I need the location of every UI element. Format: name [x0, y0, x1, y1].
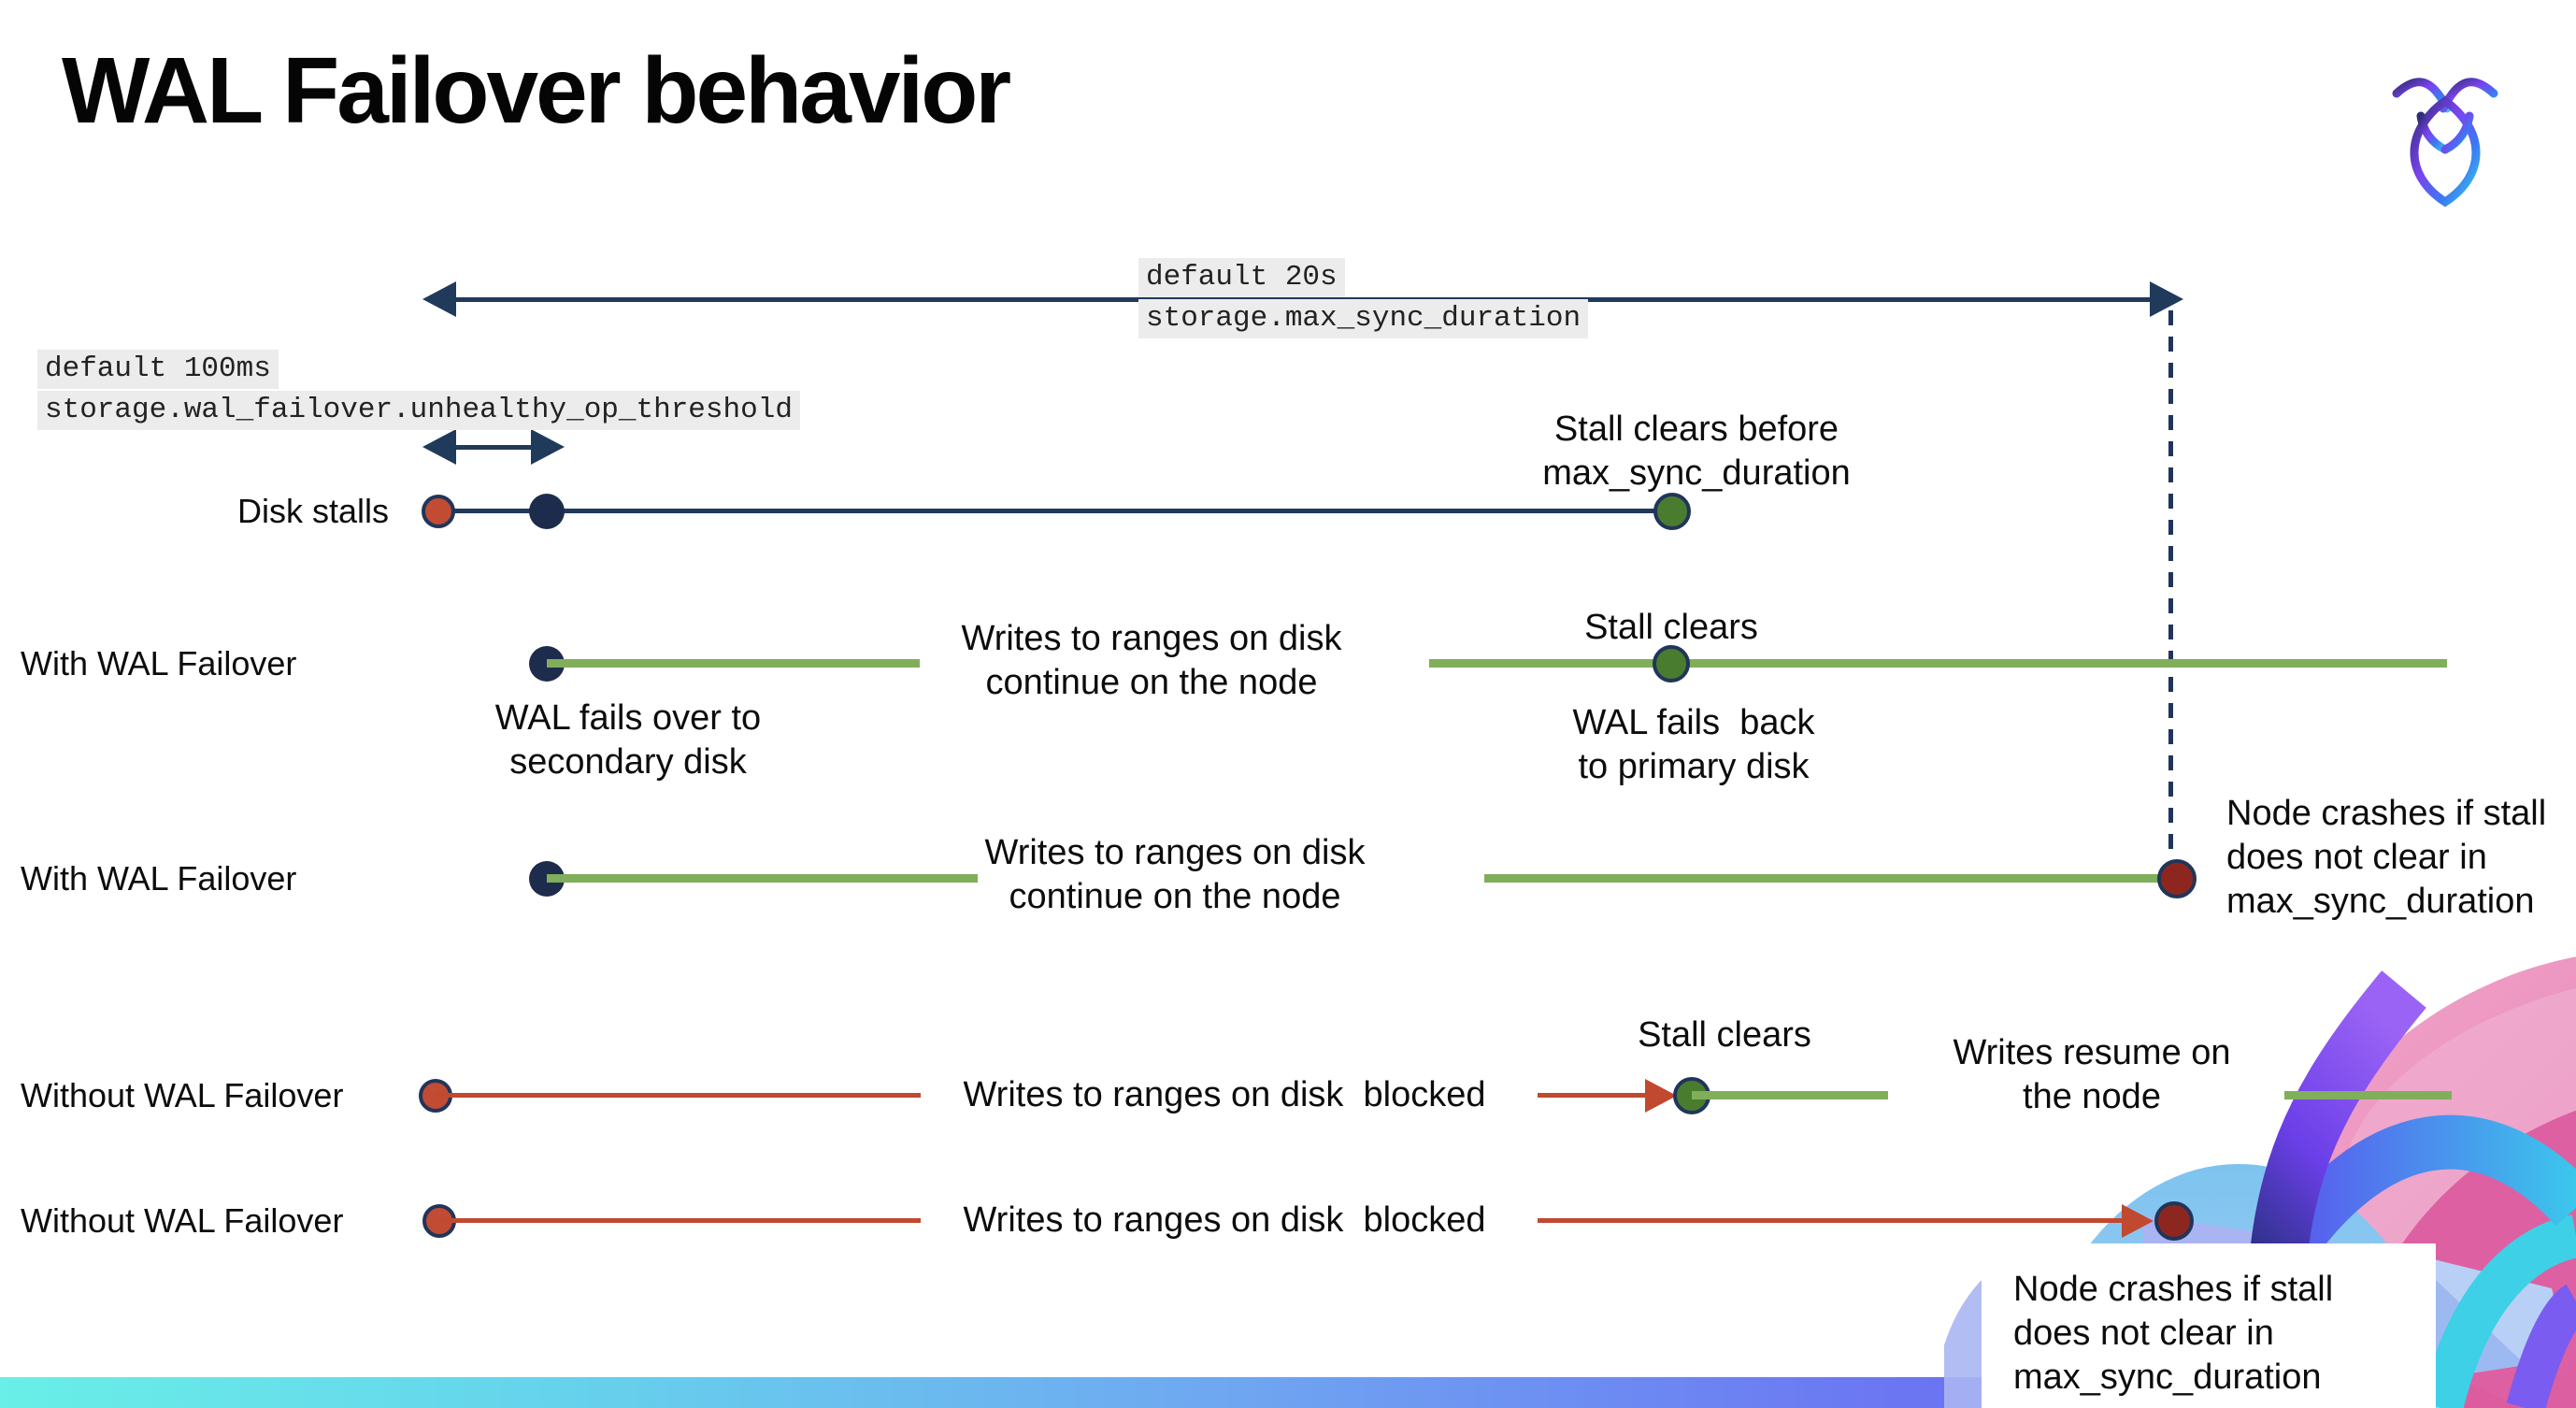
arrowhead-left-icon [422, 281, 456, 317]
row-label-without-wal-failover: Without WAL Failover [21, 1201, 344, 1240]
writes-continue-line [1484, 874, 2177, 883]
note-stall-clears-before: Stall clears before max_sync_duration [1542, 409, 1851, 493]
note-writes-blocked: Writes to ranges on disk blocked [963, 1200, 1486, 1240]
disk-stall-timeline [438, 509, 1672, 513]
writes-continue-line [547, 659, 920, 668]
note-stall-clears: Stall clears [1638, 1015, 1811, 1055]
note-writes-blocked: Writes to ranges on disk blocked [963, 1075, 1486, 1114]
note-node-crashes: Node crashes if stall does not clear in … [2226, 794, 2547, 921]
note-writes-resume: Writes resume on the node [1953, 1033, 2231, 1116]
note-writes-continue: Writes to ranges on disk continue on the… [984, 833, 1366, 916]
row-label-with-wal-failover: With WAL Failover [21, 859, 297, 898]
unhealthy-op-setting-chip: storage.wal_failover.unhealthy_op_thresh… [37, 391, 800, 430]
writes-continue-line [1429, 659, 2447, 668]
node-crash-dot [2157, 859, 2197, 898]
stall-clear-dot [1653, 645, 1690, 682]
cockroachdb-logo-icon [2392, 78, 2498, 208]
writes-blocked-line [1538, 1218, 2136, 1223]
stall-start-dot [422, 495, 455, 528]
max-sync-default-chip: default 20s [1138, 258, 1345, 297]
arrowhead-right-icon [1645, 1079, 1677, 1113]
arrowhead-right-icon [531, 429, 565, 465]
writes-resume-line [1692, 1091, 1888, 1099]
unhealthy-op-span-line [447, 445, 537, 450]
unhealthy-op-default-chip: default 100ms [37, 350, 279, 389]
threshold-dot [529, 494, 565, 529]
max-sync-deadline-dashed-line [2168, 310, 2173, 860]
max-sync-setting-chip: storage.max_sync_duration [1138, 299, 1589, 338]
note-node-crashes: Node crashes if stall does not clear in … [2013, 1270, 2334, 1397]
writes-blocked-line [1538, 1093, 1659, 1098]
note-wal-fails-back: WAL fails back to primary disk [1572, 703, 1815, 786]
arrowhead-left-icon [422, 429, 456, 465]
writes-blocked-line [436, 1093, 921, 1098]
row-label-disk-stalls: Disk stalls [236, 492, 389, 530]
arrowhead-right-icon [2150, 281, 2183, 317]
node-crashes-callout: Node crashes if stall does not clear in … [1982, 1243, 2436, 1408]
note-stall-clears: Stall clears [1584, 608, 1758, 647]
note-writes-continue: Writes to ranges on disk continue on the… [961, 619, 1342, 702]
row-label-with-wal-failover: With WAL Failover [21, 644, 297, 682]
stall-clear-dot [1653, 493, 1691, 530]
node-crash-dot [2154, 1201, 2194, 1241]
writes-continue-line [547, 874, 978, 883]
note-wal-fails-over: WAL fails over to secondary disk [494, 698, 762, 782]
page-title: WAL Failover behavior [62, 38, 1011, 143]
arrowhead-right-icon [2122, 1204, 2154, 1238]
writes-resume-line [2284, 1091, 2452, 1099]
row-label-without-wal-failover: Without WAL Failover [21, 1076, 344, 1114]
writes-blocked-line [439, 1218, 921, 1223]
